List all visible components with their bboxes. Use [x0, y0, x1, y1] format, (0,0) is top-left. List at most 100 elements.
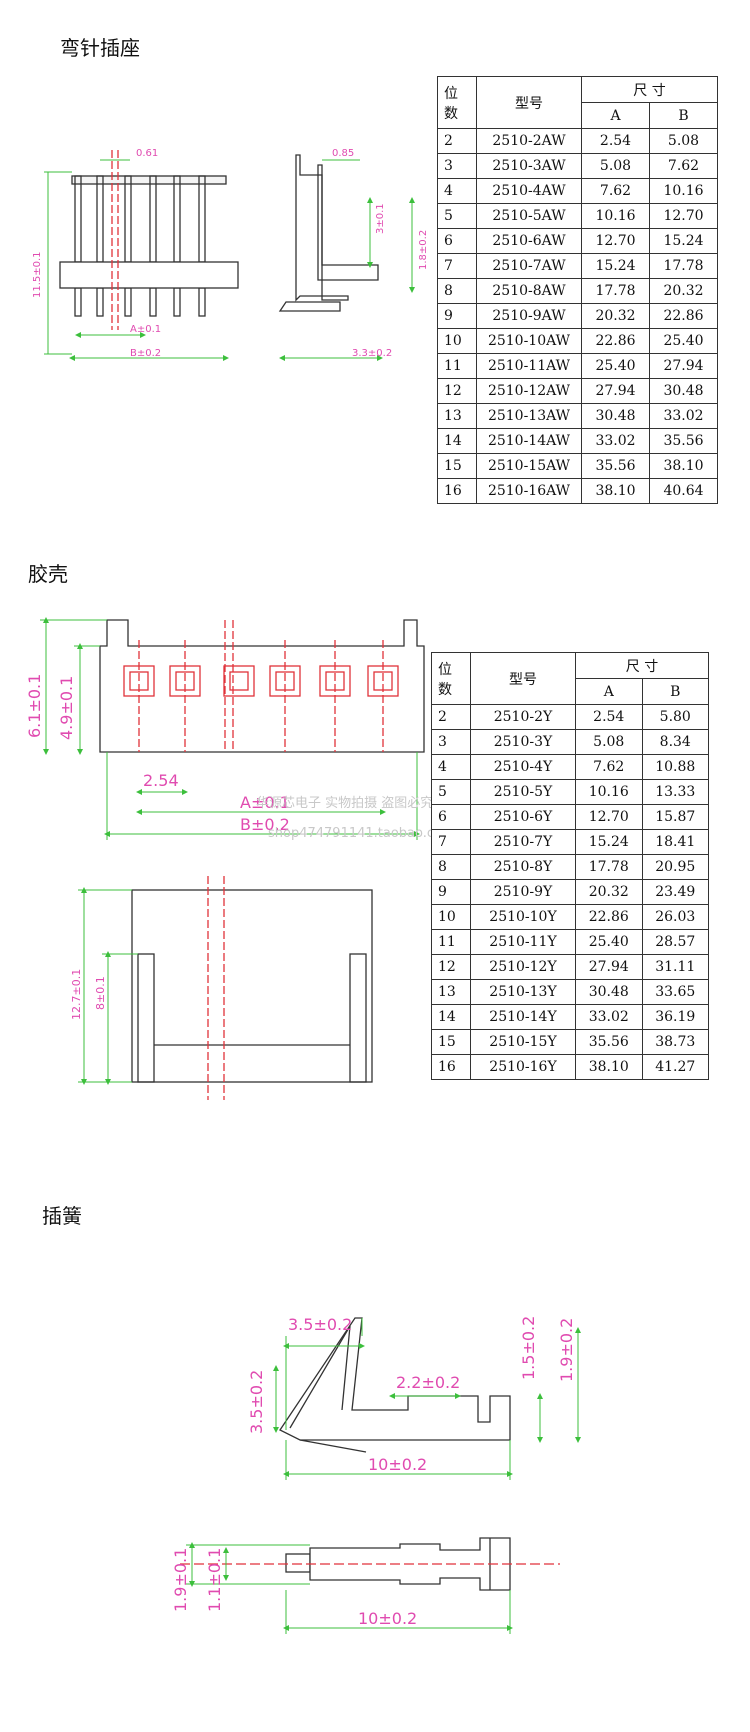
- pin-header-front-dimensions: [44, 159, 229, 361]
- header-b: B: [649, 102, 718, 129]
- cell-model: 2510-7AW: [476, 253, 582, 279]
- dim-housing-height-total: 6.1±0.1: [25, 674, 44, 738]
- cell-model: 2510-3AW: [476, 153, 582, 179]
- dim-side-base: 1.8±0.2: [418, 230, 429, 270]
- cell-position: 9: [431, 879, 471, 905]
- cell-b: 30.48: [649, 378, 718, 404]
- cell-a: 10.16: [581, 203, 650, 229]
- cell-b: 28.57: [641, 929, 709, 955]
- cell-position: 7: [431, 829, 471, 855]
- watermark-line-1: 华源芯电子 实物拍摄 盗图必究: [256, 796, 434, 811]
- cell-model: 2510-8Y: [470, 854, 576, 880]
- dim-housing-inner-depth: 8±0.1: [94, 976, 107, 1010]
- cell-b: 36.19: [641, 1004, 709, 1030]
- cell-model: 2510-9AW: [476, 303, 582, 329]
- cell-model: 2510-15AW: [476, 453, 582, 479]
- cell-b: 10.16: [649, 178, 718, 204]
- cell-model: 2510-9Y: [470, 879, 576, 905]
- cell-b: 13.33: [641, 779, 709, 805]
- pin-header-side-dimensions: [279, 159, 415, 361]
- cell-position: 5: [437, 203, 477, 229]
- housing-front-dimensions: [40, 617, 420, 840]
- cell-b: 27.94: [649, 353, 718, 379]
- cell-model: 2510-12Y: [470, 954, 576, 980]
- dim-terminal-side-length: 10±0.2: [358, 1609, 417, 1628]
- cell-position: 13: [431, 979, 471, 1005]
- pin-header-front-view: [59, 150, 239, 330]
- cell-model: 2510-6AW: [476, 228, 582, 254]
- cell-b: 31.11: [641, 954, 709, 980]
- cell-a: 15.24: [575, 829, 643, 855]
- cell-position: 12: [437, 378, 477, 404]
- cell-position: 3: [431, 729, 471, 755]
- dim-side-pin: 3±0.1: [375, 203, 386, 234]
- dim-terminal-top-width: 3.5±0.2: [288, 1315, 352, 1334]
- cell-a: 2.54: [575, 704, 643, 730]
- housing-side-dimensions: [78, 887, 138, 1085]
- cell-b: 15.24: [649, 228, 718, 254]
- cell-model: 2510-10Y: [470, 904, 576, 930]
- dim-side-length: 3.3±0.2: [352, 348, 392, 359]
- cell-a: 5.08: [581, 153, 650, 179]
- cell-a: 20.32: [575, 879, 643, 905]
- cell-position: 14: [437, 428, 477, 454]
- cell-b: 15.87: [641, 804, 709, 830]
- cell-model: 2510-13Y: [470, 979, 576, 1005]
- cell-position: 5: [431, 779, 471, 805]
- cell-model: 2510-6Y: [470, 804, 576, 830]
- dim-pin-header-b: B±0.2: [130, 348, 161, 359]
- cell-b: 40.64: [649, 478, 718, 504]
- cell-a: 10.16: [575, 779, 643, 805]
- cell-model: 2510-12AW: [476, 378, 582, 404]
- cell-b: 26.03: [641, 904, 709, 930]
- header-size: 尺 寸: [581, 76, 718, 103]
- cell-a: 27.94: [575, 954, 643, 980]
- cell-model: 2510-5Y: [470, 779, 576, 805]
- cell-model: 2510-16AW: [476, 478, 582, 504]
- housing-side-view: [131, 876, 373, 1100]
- header-b: B: [641, 678, 709, 705]
- cell-position: 11: [437, 353, 477, 379]
- cell-a: 33.02: [575, 1004, 643, 1030]
- dim-terminal-right-h2: 1.9±0.2: [557, 1318, 576, 1382]
- cell-model: 2510-2AW: [476, 128, 582, 154]
- dim-housing-b: B±0.2: [240, 815, 290, 834]
- cell-position: 16: [431, 1054, 471, 1080]
- cell-position: 6: [437, 228, 477, 254]
- cell-b: 5.08: [649, 128, 718, 154]
- header-position: 位数: [431, 652, 471, 705]
- cell-b: 20.32: [649, 278, 718, 304]
- cell-model: 2510-2Y: [470, 704, 576, 730]
- header-position: 位数: [437, 76, 477, 129]
- cell-position: 2: [437, 128, 477, 154]
- cell-b: 41.27: [641, 1054, 709, 1080]
- cell-a: 5.08: [575, 729, 643, 755]
- housing-front-view: [99, 619, 425, 753]
- cell-position: 9: [437, 303, 477, 329]
- dim-housing-pitch: 2.54: [143, 771, 179, 790]
- cell-position: 6: [431, 804, 471, 830]
- cell-a: 35.56: [581, 453, 650, 479]
- cell-a: 33.02: [581, 428, 650, 454]
- cell-position: 4: [431, 754, 471, 780]
- cell-a: 15.24: [581, 253, 650, 279]
